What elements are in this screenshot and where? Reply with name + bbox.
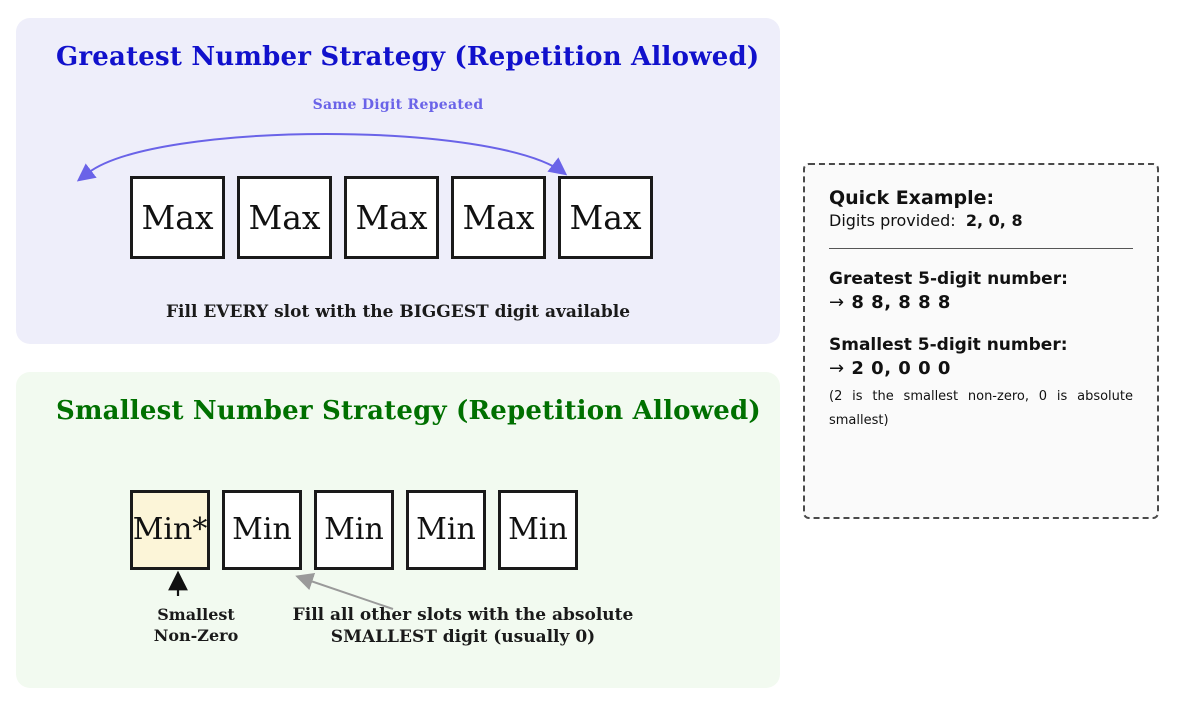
quick-example-digits-row: Digits provided: 2, 0, 8 <box>829 211 1133 230</box>
quick-example-note: (2 is the smallest non-zero, 0 is absolu… <box>829 389 1133 429</box>
smallest-nonzero-annotation: Smallest Non-Zero <box>126 604 266 646</box>
right-arrow-icon: → <box>829 358 845 379</box>
quick-example-smallest-row: → 2 0, 0 0 0 <box>829 358 1133 379</box>
quick-example-greatest-heading: Greatest 5-digit number: <box>829 269 1068 289</box>
smallest-number-strategy-panel: Smallest Number Strategy (Repetition All… <box>16 372 780 688</box>
quick-example-smallest-value: 2 0, 0 0 0 <box>851 358 951 379</box>
quick-example-box: Quick Example: Digits provided: 2, 0, 8 … <box>803 163 1159 519</box>
smallest-slot[interactable]: Min <box>222 490 302 570</box>
smallest-slot-row: Min* Min Min Min Min <box>130 490 578 570</box>
same-digit-repeated-label: Same Digit Repeated <box>312 97 484 113</box>
smallest-slot-nonzero[interactable]: Min* <box>130 490 210 570</box>
greatest-slot[interactable]: Max <box>344 176 439 259</box>
greatest-number-strategy-panel: Greatest Number Strategy (Repetition All… <box>16 18 780 344</box>
smallest-caption-line2: SMALLEST digit (usually 0) <box>330 627 596 648</box>
greatest-slot[interactable]: Max <box>558 176 653 259</box>
greatest-slot-row: Max Max Max Max Max <box>130 176 653 259</box>
smallest-panel-title: Smallest Number Strategy (Repetition All… <box>56 396 761 426</box>
smallest-slot[interactable]: Min <box>498 490 578 570</box>
smallest-slot[interactable]: Min <box>314 490 394 570</box>
greatest-slot[interactable]: Max <box>237 176 332 259</box>
greatest-slot[interactable]: Max <box>451 176 546 259</box>
greatest-panel-title: Greatest Number Strategy (Repetition All… <box>56 42 760 72</box>
quick-example-greatest-value: 8 8, 8 8 8 <box>851 292 951 313</box>
right-arrow-icon: → <box>829 292 845 313</box>
smallest-caption: Fill all other slots with the absolute S… <box>263 604 663 649</box>
greatest-slot[interactable]: Max <box>130 176 225 259</box>
quick-example-digits-value: 2, 0, 8 <box>965 211 1023 230</box>
smallest-slot[interactable]: Min <box>406 490 486 570</box>
smallest-caption-line1: Fill all other slots with the absolute <box>292 605 634 625</box>
smallest-nonzero-line2: Non-Zero <box>153 626 239 646</box>
quick-example-digits-label: Digits provided: <box>829 211 956 230</box>
quick-example-smallest-heading: Smallest 5-digit number: <box>829 335 1068 355</box>
quick-example-greatest-row: → 8 8, 8 8 8 <box>829 292 1133 313</box>
quick-example-divider <box>829 248 1133 249</box>
greatest-caption: Fill EVERY slot with the BIGGEST digit a… <box>165 302 631 322</box>
quick-example-title: Quick Example: <box>829 187 995 209</box>
smallest-nonzero-line1: Smallest <box>157 605 235 624</box>
